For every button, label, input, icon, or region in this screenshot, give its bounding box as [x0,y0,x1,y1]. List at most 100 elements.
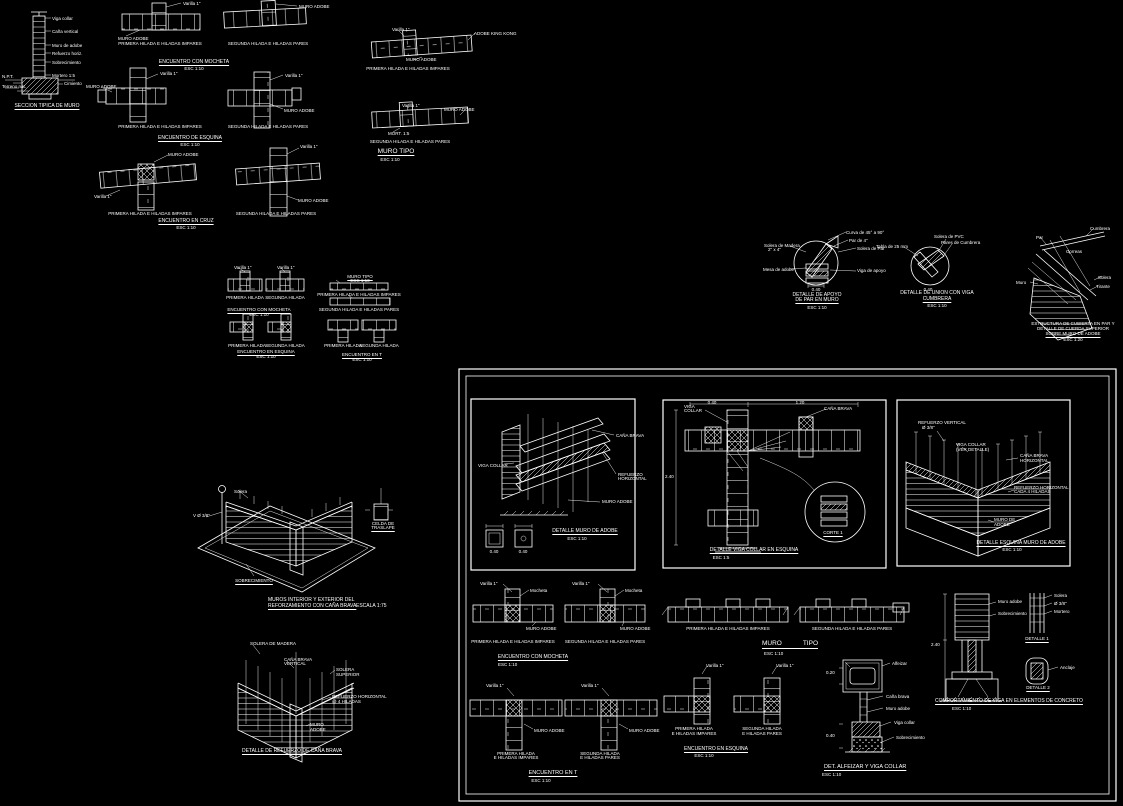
leader-tabla: Tabla de 25 mm [876,243,909,249]
esc: ESC 1:10 [1002,547,1022,552]
leader-mortero: Mortero [1054,608,1070,614]
leader-viga-collar: VIGA COLLAR [478,462,508,468]
leader-varilla: Varilla 1" [277,264,295,270]
drawing-comportamiento-viga [940,593,1059,702]
caption-segunda-hilada: SEGUNDA HILADA E HILADAS PARES [235,211,317,216]
leader-varilla: Varilla 1" [285,72,303,78]
leader-varilla: Varilla 1" [486,682,504,688]
title-cluster-muro-tipo: MURO TIPO [347,273,373,279]
leader-correas: Correas [1066,249,1083,254]
caption-segunda-hilada-1: SEGUNDA HILADA [580,750,620,756]
leader-ref-horiz-2: CADA 4 HILADAS [1014,489,1051,494]
title-alfeizar: DET. ALFEIZAR Y VIGA COLLAR [824,763,907,770]
esc: ESC 1:10 [694,753,714,758]
leader-muro-1: MURO DE [994,517,1016,522]
leader-ref-vert-1: REFUERZO VERTICAL [918,420,966,425]
esc: ESC 1:10 [352,356,372,362]
drawing-panel-muro-tipo [661,598,910,623]
panel-border [458,368,1117,802]
title-muro: MURO [762,640,782,647]
drawing-detalle-union-cumbrera [903,238,953,286]
esc: ESC 1:10 [180,142,200,147]
esc: ESC 1:10 [927,303,947,308]
title-apoyo-2: DE PAR EN MURO [795,297,839,303]
escala: ESCALA 1:75 [356,602,387,609]
caption-primera-hilada: PRIMERA HILADA E HILADAS IMPARES [366,65,450,71]
leader-solera-sup-1: SOLERA [336,667,355,672]
title-iso-muros-2: REFORZAMIENTO CON CAÑA BRAVA [268,602,357,609]
leader-par: Par de 4" [849,237,868,243]
leader-alfeizar: Alfeizar [892,660,908,666]
leader-solera-sup-2: SUPERIOR [336,671,360,677]
title-encuentro-mocheta: ENCUENTRO CON MOCHETA [158,58,230,65]
caption-primera-hilada: PRIMERA HILADA E HILADAS IMPARES [118,40,202,46]
leader-muro-adobe: MURO ADOBE [86,83,117,89]
leader-adobe-kingkong: ADOBE KING KONG [474,30,517,36]
drawing-cluster-details [227,267,397,343]
leader-muro-adobe: Muro adobe [886,705,911,711]
leader-muro-adobe: MURO ADOBE [284,108,315,113]
title-comportamiento-viga: COMPORTAMIENTO DE VIGA EN ELEMENTOS DE C… [935,698,1083,704]
caption-segunda-hilada: SEGUNDA HILADA E HILADAS PARES [227,123,309,129]
label-refuerzo-horiz: Refuerzo horiz. [52,50,83,56]
leader-cana-2: VERTICAL [284,661,306,666]
dim-020: 0.20 [826,669,835,675]
drawing-alfeizar-viga-collar [839,659,895,753]
esc: ESC 1:10 [822,771,842,777]
esc: ESC 1:10 [764,651,784,656]
drawing-viga-collar-esquina [662,399,887,569]
esc: ESC 1:20 [1063,336,1083,342]
caption-celda-2: TRASLAPE [371,525,395,530]
leader-solera: Solera [1054,592,1068,598]
caption-primera-hilada: PRIMERA HILADA [228,343,266,348]
caption-primera-hilada: PRIMERA HILADA E HILADAS IMPARES [686,625,770,631]
leader-solera-par: Solera de Par [857,246,885,251]
leader-varilla: Varilla 1" [402,102,420,108]
leader-viga-collar-1: VIGA COLLAR [956,442,986,447]
leader-tirante: Tirante [1096,283,1110,289]
title-cluster-mocheta: ENCUENTRO CON MOCHETA [227,306,291,312]
leader-muro-adobe: MURO ADOBE [602,499,633,504]
leader-varilla: Varilla 1" [572,580,590,586]
title-cubierta-1: ESTRUCTURA DE CUBIERTA EN PAR Y [1031,320,1115,326]
drawing-detalle-apoyo-par [789,231,857,288]
title-panel-mocheta: ENCUENTRO CON MOCHETA [497,653,569,660]
label-viga-collar: Viga collar [52,15,73,21]
leader-muro-adobe: MURO ADOBE [629,727,660,733]
title-iso-muros-1: MUROS INTERIOR Y EXTERIOR DEL [268,596,355,603]
title-viga-collar-esquina: DETALLE VIGA COLLAR EN ESQUINA [709,546,799,553]
leader-varilla: Varilla 1" [183,0,201,6]
dim-s: 0.40 [707,399,717,405]
leader-ref-vert-2: Ø 3/8" [922,424,935,430]
esc: ESC 1:10 [256,353,276,359]
caption-primera-hilada: PRIMERA HILADA E HILADAS IMPARES [118,123,202,129]
leader-anclaje: Anclaje [1060,664,1075,670]
leader-cana-1: CAÑA BRAVA [1020,453,1049,458]
esc: ESC 1:10 [249,311,269,317]
label-cana-vertical: Caña vertical [52,28,79,34]
leader-cana-brava: CAÑA BRAVA [616,432,645,438]
leader-varilla: Varilla 1" [94,194,112,199]
caption-segunda-hilada: SEGUNDA HILADA E HILADAS PARES [369,139,451,144]
drawing-iso-reforzamiento [197,485,393,593]
drawing-muro-tipo-top [370,29,476,133]
caption-segunda-hilada: SEGUNDA HILADA [265,343,305,348]
leader-varilla: Varilla 1" [776,663,794,668]
leader-cumbrera: Cumbrera [1090,225,1111,231]
leader-muro-adobe: Muro adobe [998,598,1023,604]
leader-muro-adobe: MURO ADOBE [298,197,329,203]
leader-muro-adobe: MURO ADOBE [444,107,475,112]
title-muro-tipo-top: MURO TIPO [377,148,415,155]
caption-detalle-1: DETALLE 1 [1025,635,1049,641]
leader-varilla-38: Ø 3/8" [1054,600,1067,606]
leader-muro-1: MURO [310,722,324,727]
title-encuentro-esquina: ENCUENTRO DE ESQUINA [158,135,222,141]
leader-varilla: Varilla 1" [480,580,498,586]
esc: ESC 1:10 [176,224,196,230]
leader-refuerzo-1: REFUERZO HORIZONTAL [332,694,387,699]
leader-muro-adobe: MURO ADOBE [620,626,651,631]
caption-primera-hilada: PRIMERA HILADA E HILADAS IMPARES [317,291,401,297]
dim: 0.40 [518,549,528,554]
drawing-detalle-muro-adobe [470,398,636,571]
